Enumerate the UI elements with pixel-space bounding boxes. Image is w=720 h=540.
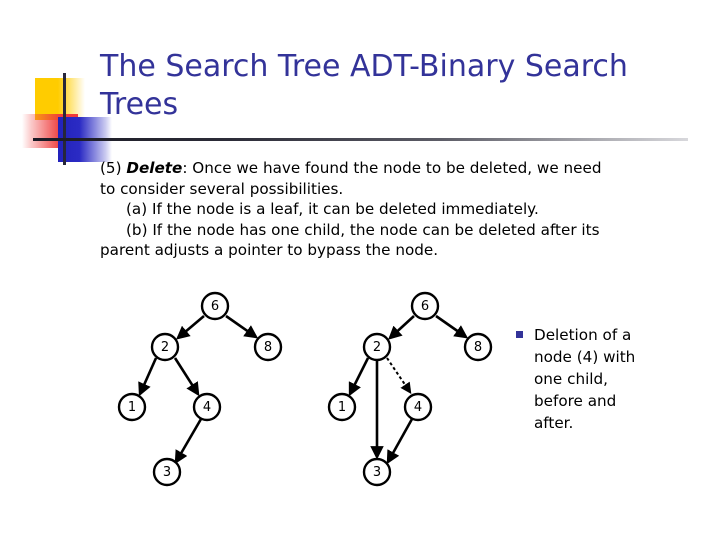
tree-nodes-before: 6 2 8 1 4 3 [117, 291, 283, 487]
tree-node-1: 1 [117, 392, 147, 422]
edge-6-to-2 [176, 315, 205, 340]
edge-4-to-3 [174, 418, 203, 465]
edge-4-to-3 [386, 418, 414, 465]
body-line-1-prefix: (5) [100, 159, 127, 177]
tree-node-8-label: 8 [264, 340, 272, 355]
body-line-1-text: : Once we have found the node to be dele… [182, 159, 602, 177]
body-line-4: (b) If the node has one child, the node … [126, 220, 600, 239]
tree-node-1-label: 1 [338, 400, 346, 415]
yellow-square-decoration [35, 78, 85, 120]
tree-node-4-label: 4 [414, 400, 422, 415]
tree-nodes-after: 6 2 8 1 4 3 [327, 291, 493, 487]
tree-node-2-label: 2 [373, 340, 381, 355]
edge-2-to-4-removed [386, 357, 412, 394]
bullet-square-icon [516, 331, 523, 338]
tree-diagram-after: 6 2 8 1 4 3 [327, 291, 493, 487]
tree-node-3-label: 3 [373, 465, 381, 480]
tree-node-4: 4 [403, 392, 433, 422]
body-line-1: (5) Delete: Once we have found the node … [100, 158, 692, 179]
tree-diagram-before: 6 2 8 1 4 3 [117, 291, 283, 487]
body-line-3: (a) If the node is a leaf, it can be del… [126, 200, 539, 218]
caption-text: Deletion of a node (4) with one child, b… [534, 326, 636, 432]
red-square-decoration [22, 114, 78, 148]
body-text: (5) Delete: Once we have found the node … [100, 158, 692, 261]
tree-node-3: 3 [152, 457, 182, 487]
vertical-rule-decoration [63, 73, 66, 165]
tree-node-6: 6 [200, 291, 230, 321]
delete-keyword: Delete [126, 159, 183, 177]
edge-6-to-8 [435, 314, 469, 339]
tree-node-8: 8 [463, 332, 493, 362]
edge-2-to-4 [173, 357, 200, 397]
body-line-5: parent adjusts a pointer to bypass the n… [100, 241, 439, 259]
tree-node-3: 3 [362, 457, 392, 487]
tree-edges-after [348, 314, 469, 465]
tree-node-8-label: 8 [474, 340, 482, 355]
tree-node-4-label: 4 [203, 400, 211, 415]
tree-node-3-label: 3 [163, 465, 171, 480]
tree-node-6-label: 6 [421, 299, 429, 314]
edge-6-to-2 [388, 315, 415, 340]
tree-node-4: 4 [192, 392, 222, 422]
caption-block: Deletion of a node (4) with one child, b… [516, 324, 706, 434]
tree-node-8: 8 [253, 332, 283, 362]
page-title: The Search Tree ADT-Binary Search Trees [100, 49, 628, 123]
body-line-2: to consider several possibilities. [100, 179, 344, 198]
title-underline-rule [33, 138, 688, 141]
edge-6-to-8 [225, 314, 259, 339]
tree-node-2-label: 2 [161, 340, 169, 355]
tree-edges-before [138, 314, 259, 465]
tree-node-6: 6 [410, 291, 440, 321]
tree-node-2: 2 [362, 332, 392, 362]
tree-node-1-label: 1 [128, 400, 136, 415]
tree-node-1: 1 [327, 392, 357, 422]
tree-node-2: 2 [150, 332, 180, 362]
tree-node-6-label: 6 [211, 299, 219, 314]
edge-2-to-1 [348, 357, 370, 397]
edge-2-to-1 [138, 357, 158, 397]
